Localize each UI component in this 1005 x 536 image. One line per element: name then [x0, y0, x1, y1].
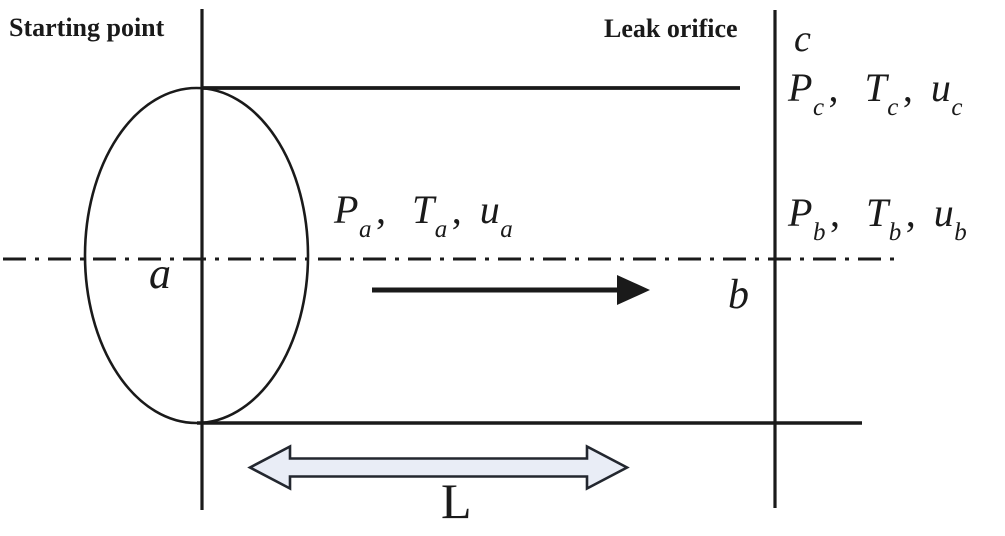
var-symbol: T	[864, 65, 887, 110]
var-subscript: c	[887, 93, 899, 121]
comma: ,	[905, 190, 916, 235]
var-symbol: P	[334, 187, 359, 232]
var-subscript: b	[954, 218, 967, 246]
var-symbol: u	[479, 187, 500, 232]
var-subscript: a	[358, 215, 372, 243]
state-variables-a: Pa,Ta,ua	[334, 187, 513, 242]
state-variables-b: Pb,Tb,ub	[788, 190, 967, 245]
point-b-label: b	[728, 272, 749, 318]
var-subscript: a	[434, 215, 448, 243]
var-subscript: b	[812, 218, 826, 246]
leak-orifice-title: Leak orifice	[604, 14, 738, 43]
var-subscript: a	[500, 215, 513, 243]
var-symbol: u	[930, 65, 951, 110]
flow-arrow-head	[617, 275, 650, 305]
var-symbol: u	[933, 190, 954, 235]
var-symbol: T	[865, 190, 889, 235]
comma: ,	[829, 190, 840, 235]
pipe-length-label: L	[441, 473, 472, 529]
length-dimension-arrow-icon	[247, 444, 630, 491]
starting-point-title: Starting point	[9, 13, 165, 42]
point-a-label: a	[149, 249, 171, 298]
var-symbol: P	[788, 190, 813, 235]
point-c-label: c	[794, 18, 811, 60]
pipe-inlet-ellipse	[83, 86, 310, 425]
var-subscript: b	[888, 218, 902, 246]
state-variables-c: Pc,Tc,uc	[788, 65, 963, 120]
comma: ,	[902, 65, 913, 110]
comma: ,	[828, 65, 839, 110]
var-subscript: c	[951, 93, 963, 121]
flow-direction-arrow-icon	[372, 275, 650, 305]
var-symbol: P	[788, 65, 813, 110]
comma: ,	[375, 187, 386, 232]
var-symbol: T	[411, 187, 435, 232]
var-subscript: c	[812, 93, 825, 121]
comma: ,	[451, 187, 462, 232]
